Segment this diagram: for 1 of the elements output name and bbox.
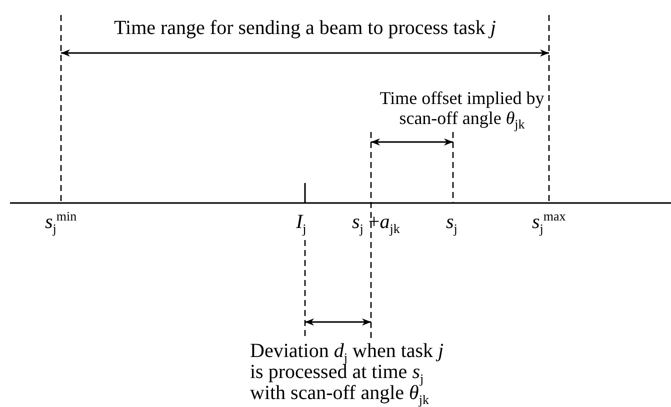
annotation-text: Time range for sending a beam to process task j: [114, 18, 496, 39]
